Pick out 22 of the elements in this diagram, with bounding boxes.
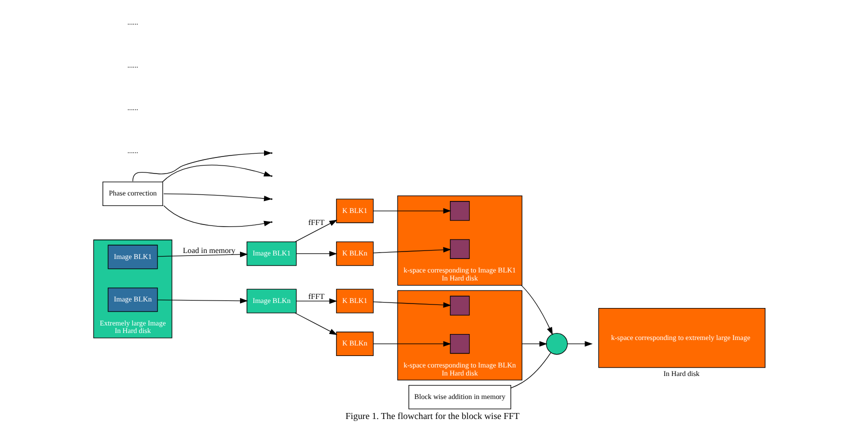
arrow [521,341,547,347]
arrow [296,250,337,256]
arrow [372,302,451,308]
arrow [162,193,272,202]
node-box [449,201,470,221]
arrow [372,208,451,214]
arrow [296,298,337,304]
arrow [520,284,552,336]
arrow [156,298,248,304]
arrow [294,220,337,242]
connector [510,352,551,388]
node-circle [546,332,568,355]
arrow [294,312,337,336]
node-box [449,296,470,316]
caption: Figure 1. The flowchart for the block wise FFT [345,410,519,421]
node-box [449,239,470,259]
arrow [372,247,451,254]
arrow [156,252,248,258]
node-box [449,334,470,354]
arrow [372,341,451,347]
arrow [566,341,592,347]
arrow [162,205,272,227]
